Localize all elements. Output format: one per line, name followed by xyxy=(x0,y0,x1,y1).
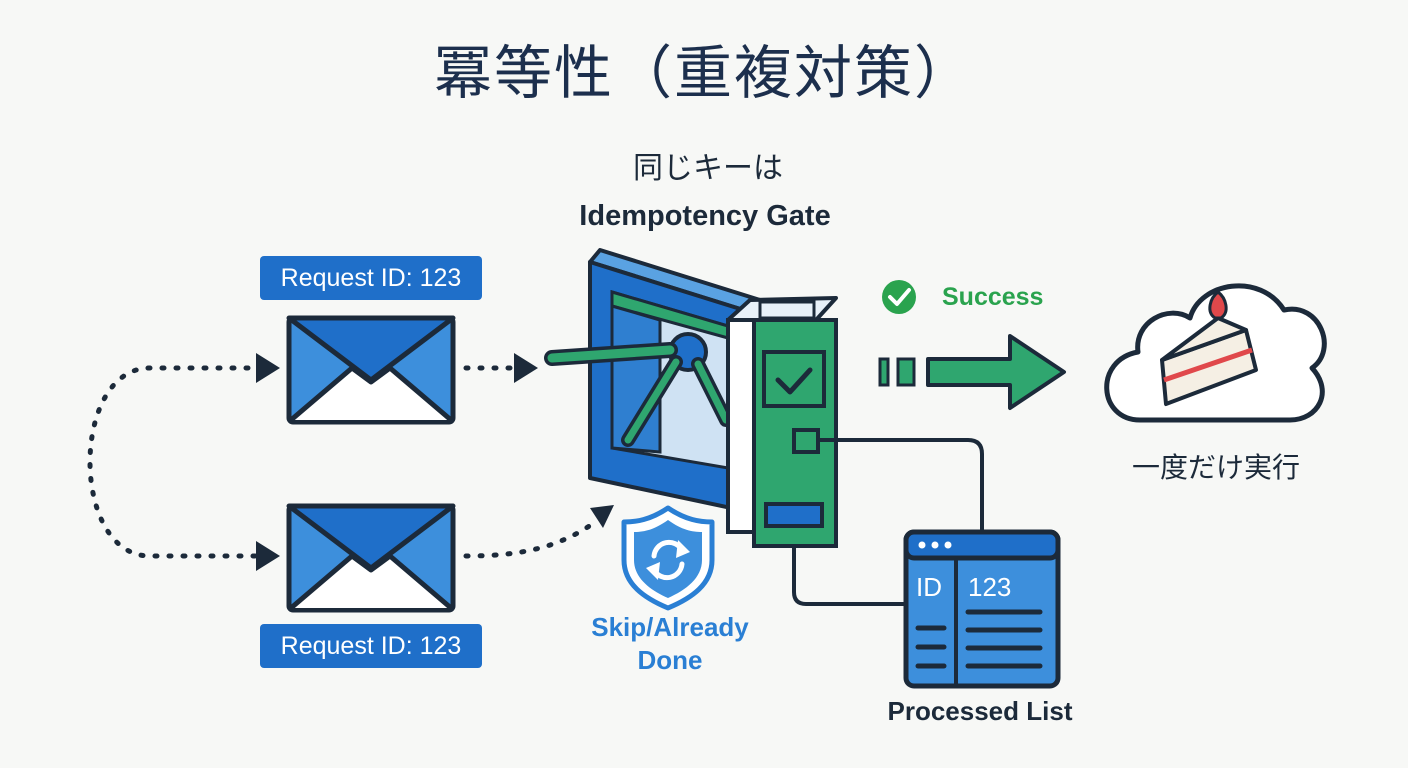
request-tag-bottom: Request ID: 123 xyxy=(260,624,482,668)
page-title: 冪等性（重複対策） xyxy=(433,39,974,107)
success-arrow-tail xyxy=(878,357,890,387)
execute-once-label: 一度だけ実行 xyxy=(1131,451,1300,484)
dotted-arrow-to-skip xyxy=(463,517,601,559)
skip-label-line1: Skip/Already xyxy=(591,612,749,642)
processed-list-id-value: 123 xyxy=(968,572,1012,602)
processed-list-label: Processed List xyxy=(887,696,1073,726)
processed-list-id-label: ID xyxy=(916,572,942,602)
turnstile-gate-icon xyxy=(544,248,838,548)
gate-check-icon xyxy=(775,367,813,395)
success-label: Success xyxy=(942,283,1044,311)
arrowhead-to-gate xyxy=(514,353,538,383)
envelope-icon-bottom xyxy=(286,503,456,613)
arrowhead-top-envelope xyxy=(256,353,280,383)
shield-refresh-icon xyxy=(621,505,715,611)
connector-line-list-top xyxy=(818,438,984,532)
check-circle-icon xyxy=(882,280,916,314)
skip-label: Skip/Already Done xyxy=(560,611,780,677)
success-arrow-icon xyxy=(926,334,1066,410)
skip-label-line2: Done xyxy=(637,645,703,675)
processed-list-window xyxy=(903,529,1061,689)
retry-loop-arrow xyxy=(87,365,265,559)
envelope-icon-top xyxy=(286,315,456,425)
cloud-cake-icon xyxy=(1104,283,1327,423)
subtitle: 同じキーは xyxy=(633,151,783,186)
request-tag-top: Request ID: 123 xyxy=(260,256,482,300)
gate-label: Idempotency Gate xyxy=(579,200,831,232)
arrowhead-bottom-envelope xyxy=(256,541,280,571)
arrowhead-to-skip xyxy=(590,505,614,528)
connector-line-list-bottom xyxy=(792,546,906,606)
